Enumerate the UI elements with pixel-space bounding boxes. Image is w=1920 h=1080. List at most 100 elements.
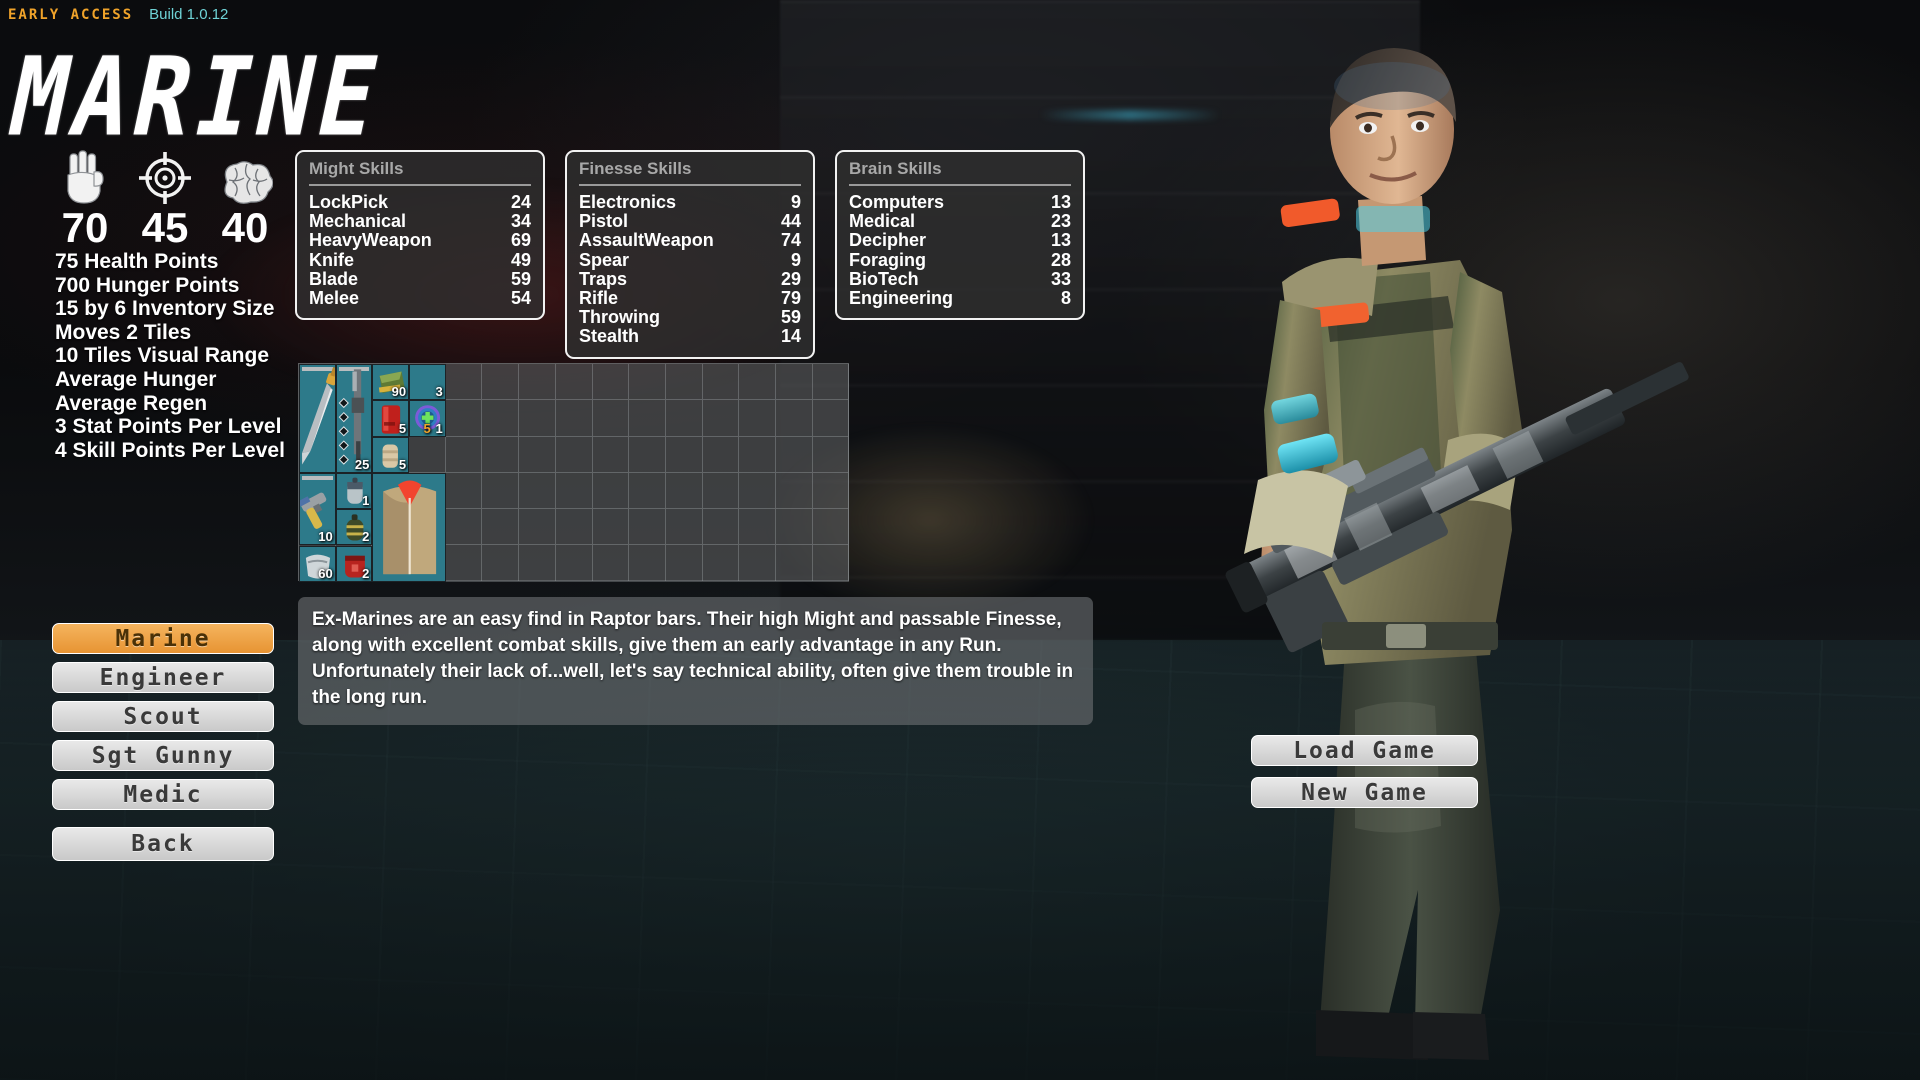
inventory-cell[interactable] xyxy=(519,436,556,473)
inventory-item[interactable]: 3 xyxy=(409,364,446,401)
inventory-cell[interactable] xyxy=(519,364,556,401)
inventory-cell[interactable] xyxy=(445,436,483,473)
inventory-cell[interactable] xyxy=(482,364,520,401)
inventory-cell[interactable] xyxy=(775,436,813,473)
inventory-cell[interactable] xyxy=(592,364,630,401)
inventory-item[interactable]: 2 xyxy=(335,545,373,582)
inventory-cell[interactable] xyxy=(445,545,483,582)
class-button-engineer[interactable]: Engineer xyxy=(52,662,274,693)
inventory-cell[interactable] xyxy=(665,472,703,510)
build-version-label: Build 1.0.12 xyxy=(149,6,229,23)
inventory-cell[interactable] xyxy=(702,472,740,510)
inventory-cell[interactable] xyxy=(629,436,666,473)
inventory-cell[interactable] xyxy=(812,400,850,437)
inventory-cell[interactable] xyxy=(592,509,630,546)
inventory-cell[interactable] xyxy=(519,509,556,546)
inventory-cell[interactable] xyxy=(482,436,520,473)
inventory-cell[interactable] xyxy=(739,509,776,546)
pack-icon xyxy=(337,547,372,581)
inventory-cell[interactable] xyxy=(665,364,703,401)
grenade-icon xyxy=(337,510,372,544)
inventory-cell[interactable] xyxy=(812,364,850,401)
inventory-cell[interactable] xyxy=(629,509,666,546)
finesse-value: 45 xyxy=(141,204,189,251)
back-button[interactable]: Back xyxy=(52,827,274,861)
inventory-item[interactable]: 90 xyxy=(372,364,410,401)
inventory-cell[interactable] xyxy=(555,364,593,401)
inventory-cell[interactable] xyxy=(482,509,520,546)
inventory-cell[interactable] xyxy=(812,509,850,546)
inventory-item[interactable]: 1 xyxy=(335,472,373,510)
inventory-cell[interactable] xyxy=(702,400,740,437)
inventory-cell[interactable] xyxy=(555,400,593,437)
inventory-item[interactable]: 25 xyxy=(335,364,373,473)
inventory-cell[interactable] xyxy=(445,400,483,437)
inventory-cell[interactable] xyxy=(739,436,776,473)
inventory-cell[interactable] xyxy=(555,436,593,473)
inventory-cell[interactable] xyxy=(702,436,740,473)
inventory-cell[interactable] xyxy=(775,509,813,546)
class-button-sgt-gunny[interactable]: Sgt Gunny xyxy=(52,740,274,771)
inventory-cell[interactable] xyxy=(592,436,630,473)
inventory-cell[interactable] xyxy=(739,400,776,437)
load-game-button[interactable]: Load Game xyxy=(1251,735,1478,766)
inventory-cell[interactable] xyxy=(629,545,666,582)
inventory-cell[interactable] xyxy=(702,364,740,401)
inventory-cell[interactable] xyxy=(519,472,556,510)
class-button-scout[interactable]: Scout xyxy=(52,701,274,732)
inventory-cell[interactable] xyxy=(739,545,776,582)
inventory-cell[interactable] xyxy=(739,364,776,401)
skill-value: 49 xyxy=(510,249,531,270)
inventory-cell[interactable] xyxy=(482,472,520,510)
inventory-cell[interactable] xyxy=(445,472,483,510)
inventory-cell[interactable] xyxy=(775,364,813,401)
inventory-item[interactable]: 2 xyxy=(335,509,373,546)
inventory-cell[interactable] xyxy=(629,364,666,401)
class-button-marine[interactable]: Marine xyxy=(52,623,274,654)
inventory-cell[interactable] xyxy=(812,472,850,510)
inventory-item[interactable] xyxy=(372,472,446,582)
inventory-cell[interactable] xyxy=(519,400,556,437)
machete-icon xyxy=(300,365,335,472)
inventory-cell[interactable] xyxy=(812,545,850,582)
inventory-item[interactable]: 5 xyxy=(372,400,410,437)
inventory-cell[interactable] xyxy=(702,545,740,582)
inventory-cell[interactable] xyxy=(629,472,666,510)
inventory-cell[interactable] xyxy=(775,400,813,437)
inventory-cell[interactable] xyxy=(482,400,520,437)
inventory-cell[interactable] xyxy=(592,545,630,582)
inventory-cell[interactable] xyxy=(775,472,813,510)
inventory-item[interactable]: 10 xyxy=(299,472,336,546)
inventory-cell[interactable] xyxy=(665,545,703,582)
skill-name: BioTech xyxy=(849,268,919,289)
inventory-cell[interactable] xyxy=(445,509,483,546)
class-button-medic[interactable]: Medic xyxy=(52,779,274,810)
inventory-cell[interactable] xyxy=(592,472,630,510)
inventory-item[interactable] xyxy=(299,364,336,473)
skill-name: Computers xyxy=(849,192,945,212)
inventory-cell[interactable] xyxy=(592,400,630,437)
inventory-cell[interactable] xyxy=(629,400,666,437)
inventory-cell[interactable] xyxy=(665,400,703,437)
new-game-button[interactable]: New Game xyxy=(1251,777,1478,808)
inventory-cell[interactable] xyxy=(665,509,703,546)
inventory-cell[interactable] xyxy=(665,436,703,473)
inventory-cell[interactable] xyxy=(555,545,593,582)
item-quantity: 2 xyxy=(362,565,370,581)
inventory-cell[interactable] xyxy=(702,509,740,546)
inventory-cell[interactable] xyxy=(739,472,776,510)
inventory-cell[interactable] xyxy=(519,545,556,582)
inventory-cell[interactable] xyxy=(555,509,593,546)
inventory-item[interactable]: 5 xyxy=(372,436,410,473)
inventory-cell[interactable] xyxy=(812,436,850,473)
inventory-cell[interactable] xyxy=(775,545,813,582)
inventory-cell[interactable] xyxy=(409,436,446,473)
inventory-cell[interactable] xyxy=(482,545,520,582)
inventory-cell[interactable] xyxy=(555,472,593,510)
inventory-cell[interactable] xyxy=(445,364,483,401)
inventory-item[interactable]: 60 xyxy=(299,545,336,582)
